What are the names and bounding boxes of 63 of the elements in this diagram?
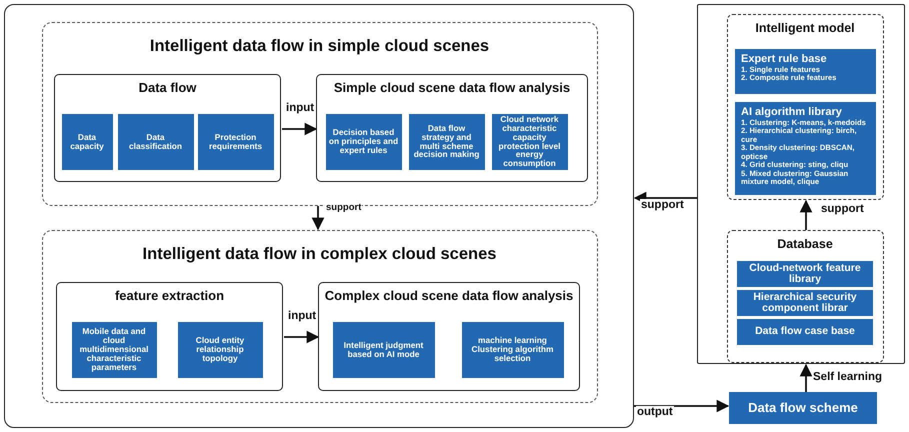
edge-label: support <box>640 199 685 212</box>
arrow <box>312 206 324 230</box>
box-label: Cloud network characteristic capacity protection level energy consumption <box>498 115 562 168</box>
process-box <box>332 322 434 378</box>
arrow <box>284 330 320 344</box>
arrow <box>634 400 730 412</box>
process-box <box>408 114 484 170</box>
container-box <box>697 4 905 364</box>
dashed-group <box>42 230 598 402</box>
edge-label: input <box>285 102 316 115</box>
process-box <box>72 322 156 378</box>
dashed-group <box>726 14 884 200</box>
group-title: Database <box>776 236 834 250</box>
group-title: Intelligent data flow in complex cloud scenes <box>142 244 498 264</box>
edge-label: Self learning <box>812 371 884 384</box>
process-box <box>62 114 112 170</box>
panel-box <box>56 282 283 391</box>
box-label: Intelligent judgment based on AI mode <box>342 340 424 358</box>
group-title: Data flow <box>138 80 198 95</box>
box-label: Data classification <box>128 132 184 150</box>
edge-label: support <box>820 203 865 216</box>
dashed-group <box>726 230 884 362</box>
process-box <box>118 114 194 170</box>
box-label: Protection requirements <box>208 132 264 150</box>
container-box <box>4 4 634 428</box>
process-box <box>178 322 262 378</box>
group-title: Complex cloud scene data flow analysis <box>324 288 574 303</box>
edge-label: output <box>636 406 674 419</box>
panel-box <box>54 74 281 182</box>
library-box <box>735 49 876 94</box>
edge-label: input <box>287 310 318 323</box>
process-box <box>737 261 873 287</box>
box-label: Data flow case base <box>754 326 856 338</box>
box-label: Mobile data and cloud multidimensional characteristic parameters <box>78 327 150 372</box>
panel-box <box>318 282 580 391</box>
process-box <box>198 114 274 170</box>
process-box <box>492 114 568 170</box>
arrow <box>800 200 812 230</box>
library-title: Expert rule base <box>741 53 828 66</box>
box-label: Data capacity <box>69 132 105 150</box>
box-label: Data flow strategy and multi scheme decision making <box>412 124 480 160</box>
box-label: Data flow scheme <box>747 401 859 415</box>
library-title: AI algorithm library <box>741 106 843 119</box>
process-box <box>737 290 873 316</box>
process-box <box>462 322 564 378</box>
box-label: Decision based on principles and expert rules <box>328 128 400 155</box>
process-box <box>737 319 873 345</box>
group-title: Simple cloud scene data flow analysis <box>332 80 572 95</box>
box-label: Cloud entity relationship topology <box>194 336 246 363</box>
edge-label: support <box>325 203 362 214</box>
group-title: feature extraction <box>114 288 226 303</box>
arrow <box>282 122 318 136</box>
dashed-group <box>42 22 598 206</box>
group-title: Intelligent model <box>754 20 856 34</box>
library-box <box>735 102 876 195</box>
process-box <box>326 114 402 170</box>
box-label: Cloud-network feature library <box>748 262 862 286</box>
box-label: machine learning Clustering algorithm selection <box>470 336 554 363</box>
panel-box <box>316 74 588 182</box>
output-box <box>729 392 877 424</box>
arrow <box>800 364 812 392</box>
box-label: Hierarchical security component librar <box>752 292 858 314</box>
group-title: Intelligent data flow in simple cloud scenes <box>148 36 490 56</box>
